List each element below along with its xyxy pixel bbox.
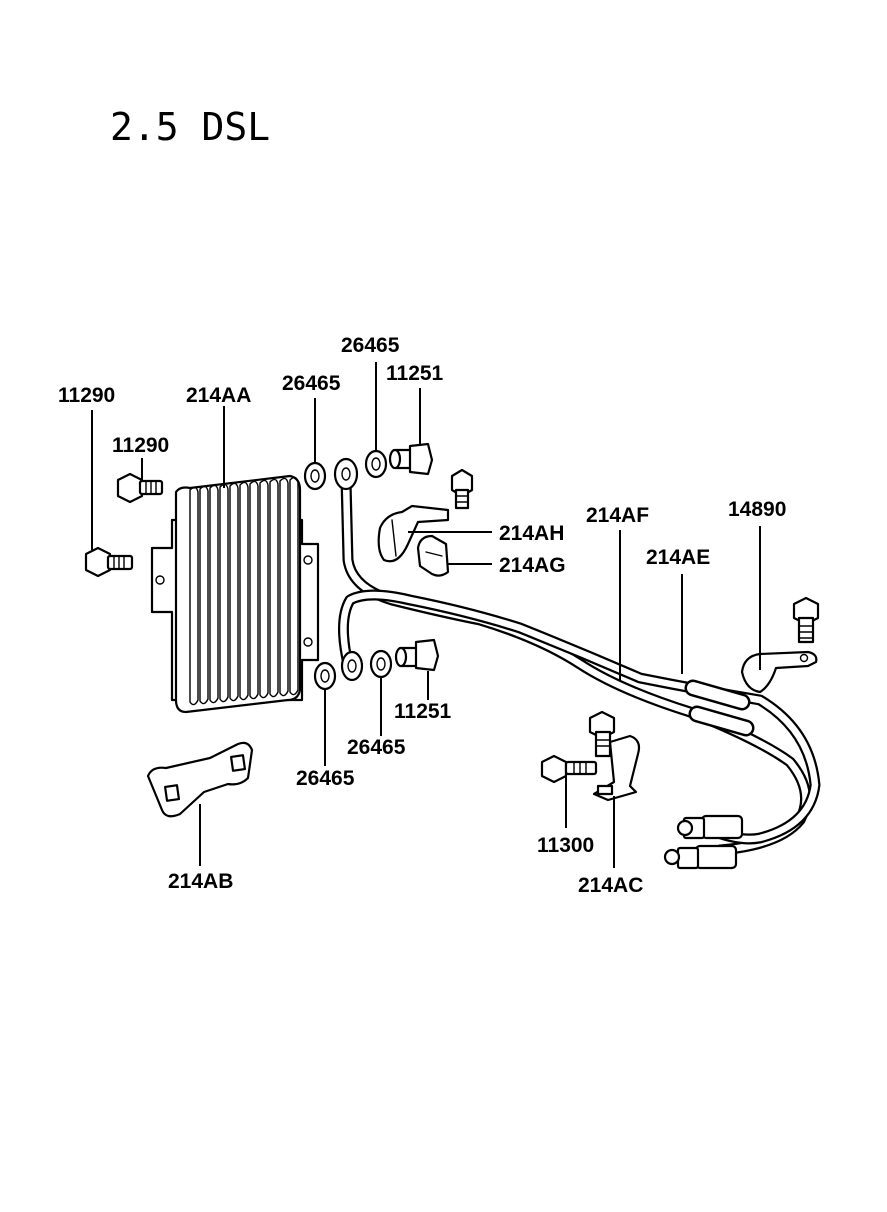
- cooler-fin: [189, 486, 199, 706]
- pipe-banjo-eye-upper: [333, 457, 359, 491]
- washer-26465-lower-right[interactable]: [369, 649, 393, 679]
- cooler-fin: [289, 476, 299, 696]
- pipe-clamp-bracket-214AH[interactable]: [377, 504, 450, 563]
- washer-26465-lower-left[interactable]: [313, 661, 337, 691]
- cooler-fin: [279, 477, 289, 697]
- label-214AC: 214AC: [578, 874, 643, 897]
- pipe-banjo-eye-lower: [340, 650, 364, 682]
- label-214AG: 214AG: [499, 554, 566, 577]
- label-11300: 11300: [537, 834, 594, 857]
- bolt-11290-upper[interactable]: [116, 472, 164, 504]
- clamp-bolt-14890[interactable]: [792, 596, 820, 644]
- label-26465-c: 26465: [347, 736, 406, 759]
- label-26465-b: 26465: [341, 334, 400, 357]
- pipe-end-fitting-lower[interactable]: [663, 844, 738, 870]
- bolt-11290-lower[interactable]: [84, 546, 134, 578]
- union-bolt-11251-upper[interactable]: [388, 442, 434, 476]
- label-214AB: 214AB: [168, 870, 233, 893]
- cooler-fin: [259, 479, 269, 699]
- engine-variant-title: 2.5 DSL: [110, 105, 270, 149]
- cooler-fin: [239, 481, 249, 701]
- bracket-bolt-214AH[interactable]: [450, 468, 474, 510]
- leader-lines: [91, 362, 761, 868]
- bracket-bolt-214AC[interactable]: [588, 710, 616, 758]
- label-11251-a: 11251: [386, 362, 444, 385]
- pipe-end-fitting-upper[interactable]: [676, 814, 744, 840]
- oil-cooler-pipe-214AE[interactable]: [337, 589, 821, 845]
- label-11290-b: 11290: [112, 434, 169, 457]
- label-11290-a: 11290: [58, 384, 115, 407]
- union-bolt-11251-lower[interactable]: [394, 638, 440, 672]
- cooler-fin: [269, 478, 279, 698]
- washer-26465-upper-left[interactable]: [303, 461, 327, 491]
- oil-cooler-214AA[interactable]: [150, 474, 320, 714]
- label-26465-d: 26465: [296, 767, 355, 790]
- label-11251-b: 11251: [394, 700, 452, 723]
- bolt-11300[interactable]: [540, 754, 598, 784]
- pipe-clamp-14890[interactable]: [740, 650, 818, 694]
- label-214AH: 214AH: [499, 522, 564, 545]
- pipe-support-bracket-214AC[interactable]: [592, 734, 641, 802]
- pipe-clamp-214AG[interactable]: [416, 534, 450, 577]
- cooler-fin: [199, 485, 209, 705]
- cooler-fin: [249, 480, 259, 700]
- pipe-hose-sleeve-lower: [688, 705, 755, 737]
- pipe-hose-sleeve-upper: [684, 679, 751, 711]
- cooler-fin: [209, 484, 219, 704]
- label-214AF: 214AF: [586, 504, 649, 527]
- label-26465-a: 26465: [282, 372, 341, 395]
- mounting-bracket-214AB[interactable]: [146, 741, 254, 818]
- label-14890: 14890: [728, 498, 786, 521]
- cooler-fin: [229, 482, 239, 702]
- label-214AA: 214AA: [186, 384, 251, 407]
- washer-26465-upper-right[interactable]: [364, 449, 388, 479]
- label-214AE: 214AE: [646, 546, 710, 569]
